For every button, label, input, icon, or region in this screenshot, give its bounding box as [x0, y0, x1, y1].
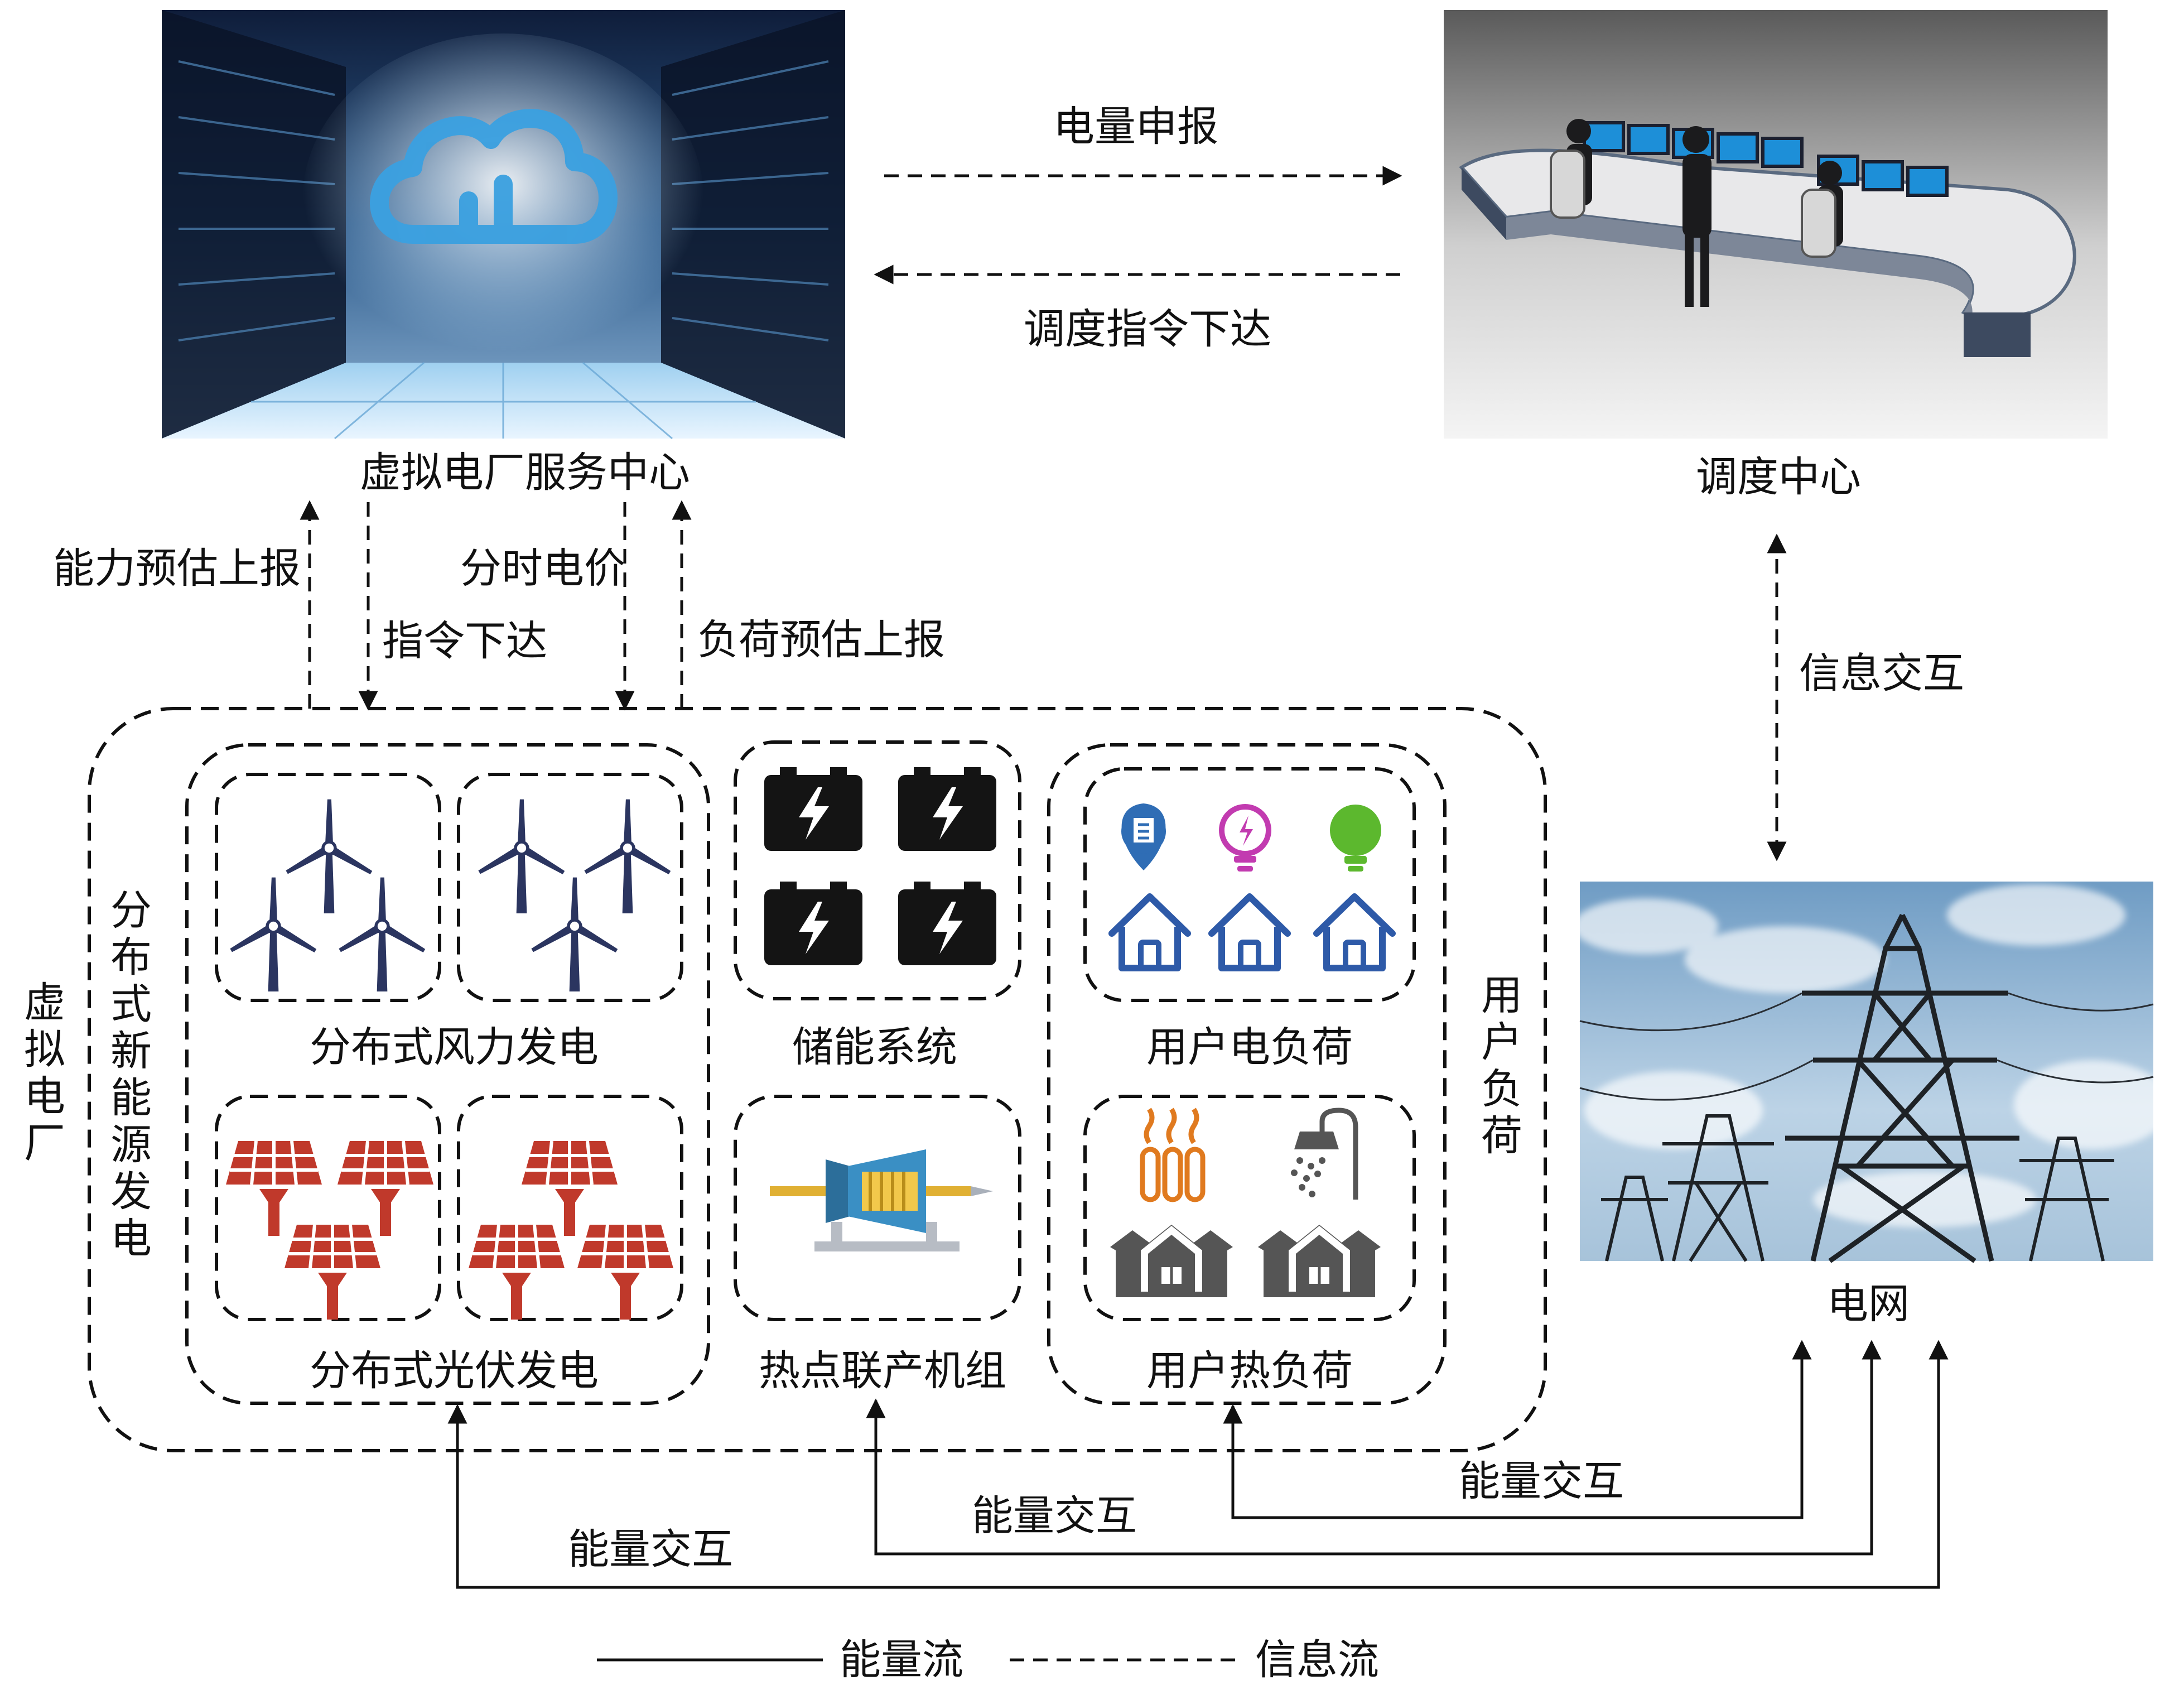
- heat-load-label: 用户热负荷: [1146, 1347, 1353, 1395]
- legend-energy-label: 能量流: [840, 1636, 963, 1684]
- der-char: 电: [110, 1215, 152, 1263]
- energy-path-heat: [1223, 1340, 1812, 1519]
- user-load-vertical-label: 用 户 负 荷: [1479, 972, 1524, 1159]
- heat-load-box: [1083, 1095, 1416, 1321]
- vpp-service-center-label: 虚拟电厂服务中心: [360, 449, 690, 497]
- storage-label: 储能系统: [792, 1023, 957, 1071]
- der-char: 能: [110, 1074, 152, 1122]
- wind-label: 分布式风力发电: [310, 1023, 599, 1071]
- energy-interaction-label-chp: 能量交互: [972, 1492, 1137, 1540]
- energy-interaction-label-heat: 能量交互: [1459, 1457, 1624, 1505]
- wind-box: [215, 773, 441, 1002]
- der-group-vertical-label: 分 布 式 新 能 源 发 电: [109, 887, 153, 1262]
- energy-path-chp: [866, 1340, 1882, 1556]
- elec-load-label: 用户电负荷: [1146, 1023, 1353, 1071]
- vpp-vertical-label: 虚 拟 电 厂: [22, 979, 67, 1167]
- vpp-char: 虚: [24, 979, 65, 1027]
- elec-load-box: [1083, 767, 1416, 1002]
- vpp-char: 拟: [24, 1026, 65, 1073]
- vpp-char: 厂: [24, 1119, 65, 1167]
- legend-info-label: 信息流: [1255, 1636, 1379, 1684]
- tou-price-label: 分时电价: [460, 545, 625, 593]
- user-load-group-boundary: [1047, 743, 1447, 1405]
- der-char: 发: [110, 1168, 152, 1216]
- der-char: 新: [110, 1027, 152, 1075]
- capacity-report-label: 能力预估上报: [53, 545, 301, 593]
- chp-label: 热点联产机组: [759, 1347, 1006, 1395]
- battery-icons: [764, 767, 996, 965]
- der-char: 式: [110, 980, 152, 1028]
- energy-path-pv: [447, 1340, 1949, 1589]
- dispatch-command-label: 调度指令下达: [1024, 305, 1271, 353]
- vpp-boundary: [88, 707, 1547, 1452]
- command-issue-label: 指令下达: [382, 617, 547, 665]
- user-load-char: 负: [1481, 1065, 1522, 1113]
- chp-turbine-icon: [770, 1149, 993, 1251]
- data-center-image: [162, 10, 845, 440]
- heat-load-icons: [1110, 1108, 1381, 1297]
- der-char: 分: [110, 887, 152, 935]
- energy-declaration-label: 电量申报: [1053, 103, 1218, 151]
- solar-panel-icons: [226, 1141, 673, 1320]
- pv-box-2: [457, 1095, 683, 1321]
- load-report-label: 负荷预估上报: [697, 616, 945, 664]
- pv-box: [215, 1095, 441, 1321]
- info-interaction-label: 信息交互: [1799, 649, 1964, 697]
- user-load-char: 用: [1481, 971, 1522, 1019]
- user-load-char: 荷: [1481, 1112, 1522, 1160]
- pv-label: 分布式光伏发电: [310, 1347, 599, 1395]
- dispatch-center-label: 调度中心: [1696, 453, 1861, 501]
- der-char: 源: [110, 1121, 152, 1169]
- wind-box-2: [457, 773, 683, 1002]
- dispatch-center-image: [1444, 10, 2108, 439]
- user-load-char: 户: [1481, 1018, 1522, 1066]
- elec-load-icons: [1112, 803, 1392, 968]
- der-char: 布: [110, 933, 152, 981]
- chp-box: [734, 1095, 1021, 1321]
- power-grid-image: [1573, 882, 2170, 1263]
- power-grid-label: 电网: [1827, 1280, 1910, 1328]
- wind-turbine-icons: [229, 800, 672, 991]
- energy-interaction-label-pv: 能量交互: [568, 1525, 733, 1573]
- vpp-char: 电: [24, 1072, 65, 1120]
